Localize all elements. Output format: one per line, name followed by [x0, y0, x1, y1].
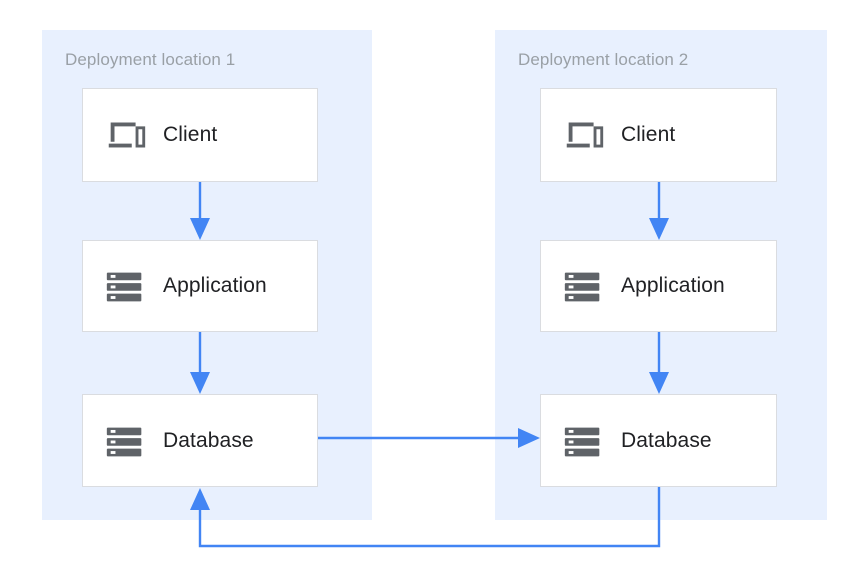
devices-icon: [108, 122, 146, 148]
node-application-1[interactable]: Application: [82, 240, 318, 332]
node-database-1[interactable]: Database: [82, 394, 318, 487]
node-database-2-label: Database: [621, 428, 712, 452]
server-stack-icon: [106, 427, 142, 456]
deployment-zone-2-label: Deployment location 2: [518, 50, 689, 69]
node-client-1-label: Client: [163, 123, 218, 146]
devices-icon: [566, 122, 604, 148]
server-stack-icon: [564, 272, 600, 302]
node-client-1[interactable]: Client: [82, 88, 318, 182]
node-application-2-label: Application: [621, 274, 725, 297]
node-application-1-label: Application: [163, 274, 267, 297]
deployment-zone-1-label: Deployment location 1: [65, 50, 236, 69]
server-stack-icon: [106, 272, 142, 302]
node-database-2[interactable]: Database: [540, 394, 777, 487]
node-client-2[interactable]: Client: [540, 88, 777, 182]
node-client-2-label: Client: [621, 123, 676, 146]
node-database-1-label: Database: [163, 428, 254, 452]
node-application-2[interactable]: Application: [540, 240, 777, 332]
server-stack-icon: [564, 427, 600, 456]
